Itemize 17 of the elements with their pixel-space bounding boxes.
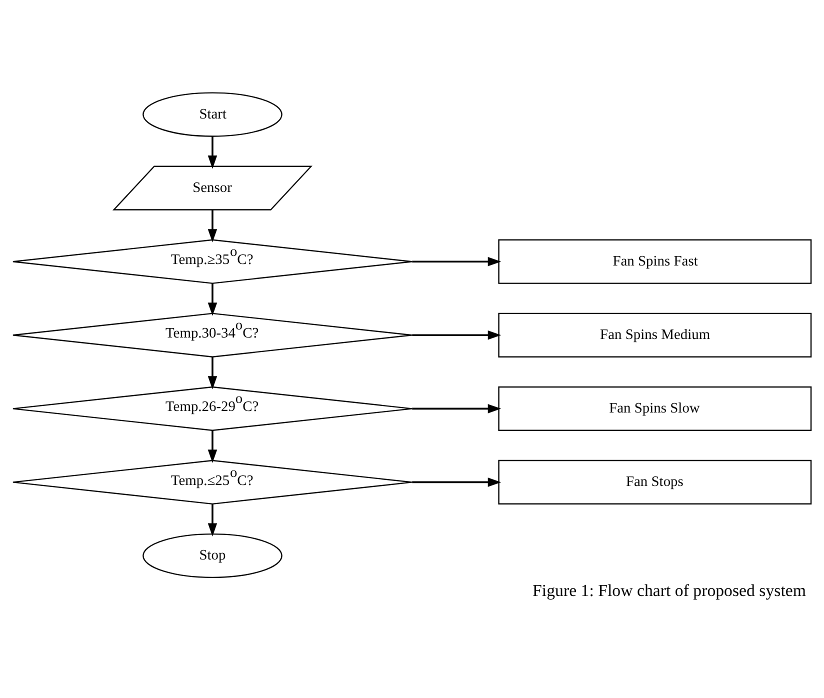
caption: Figure 1: Flow chart of proposed system [532, 580, 806, 600]
node-box: Fan Spins Medium [498, 312, 812, 358]
node-ellipse: Start [142, 92, 282, 137]
arrow [208, 283, 218, 316]
arrow [208, 136, 218, 169]
arrow [208, 356, 218, 390]
arrow [412, 256, 502, 266]
node-box: Fan Stops [498, 460, 812, 505]
node-box: Fan Spins Slow [498, 386, 812, 431]
arrow [412, 478, 502, 487]
arrow [412, 404, 502, 414]
arrow [208, 430, 218, 463]
arrow [208, 210, 218, 242]
arrow [208, 504, 218, 537]
node-ellipse: Stop [142, 533, 282, 578]
node-box: Fan Spins Fast [498, 239, 812, 284]
arrow [412, 330, 502, 340]
